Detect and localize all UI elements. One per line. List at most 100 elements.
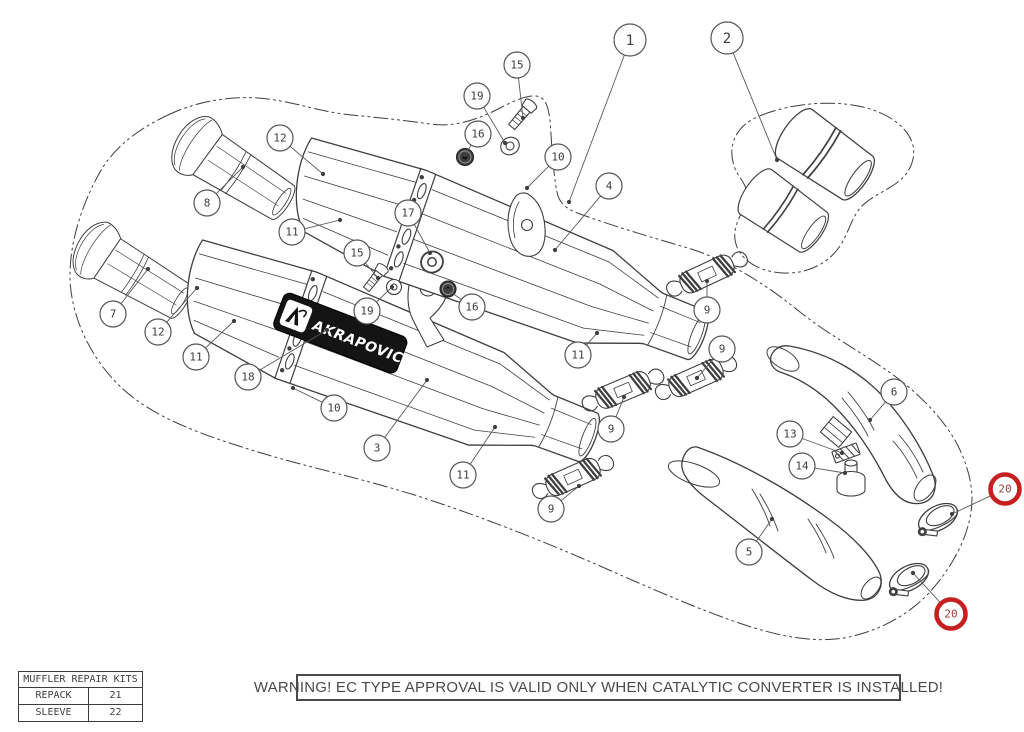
balloon-circle	[182, 343, 210, 371]
balloon-circle	[266, 124, 294, 152]
leader-line	[586, 332, 598, 346]
kit-boundary-outline	[69, 95, 973, 641]
leader-dot	[621, 394, 627, 400]
leader-dot	[552, 247, 558, 253]
leader-line	[289, 145, 324, 175]
leader-line	[469, 426, 496, 465]
balloon-10: 10	[290, 385, 348, 422]
balloon-circle	[710, 21, 744, 55]
balloon-number: 20	[998, 483, 1011, 496]
leader-line	[483, 106, 506, 144]
hanger-strap	[507, 192, 546, 257]
balloon-circle	[320, 394, 348, 422]
balloon-14: 14	[788, 452, 848, 480]
balloon-circle	[144, 318, 172, 346]
leader-dot	[389, 284, 395, 290]
kit-part-number: 22	[89, 705, 143, 722]
leader-line	[526, 165, 550, 189]
balloon-circle	[278, 218, 306, 246]
balloon-13: 13	[776, 420, 845, 456]
balloon-number: 20	[944, 608, 957, 621]
balloon-3: 3	[363, 377, 430, 462]
leader-dot	[337, 217, 343, 223]
balloon-circle	[735, 538, 763, 566]
warning-banner: WARNING! EC TYPE APPROVAL IS VALID ONLY …	[254, 674, 943, 701]
balloon-number: 11	[571, 349, 584, 362]
balloon-circle	[613, 23, 647, 57]
link-pipe-5	[667, 446, 882, 601]
leader-line	[384, 379, 428, 438]
leader-dot	[290, 385, 296, 391]
balloon-16: 16	[462, 120, 492, 158]
balloon-circle	[99, 300, 127, 328]
balloon-number: 15	[350, 247, 363, 260]
kit-name: SLEEVE	[18, 705, 89, 722]
rubber-mount-14	[836, 459, 866, 497]
balloon-number: 3	[374, 442, 381, 455]
balloon-1: 1	[566, 23, 647, 205]
kit-name: REPACK	[18, 688, 89, 705]
leader-dot	[566, 199, 572, 205]
leader-dot	[910, 570, 916, 576]
balloon-number: 11	[189, 351, 202, 364]
leader-dot	[576, 483, 582, 489]
balloon-circle	[503, 51, 531, 79]
balloon-15: 15	[343, 239, 381, 281]
balloon-number: 12	[151, 326, 164, 339]
leader-dot	[320, 171, 326, 177]
balloon-20: 20	[910, 570, 968, 631]
leader-line	[292, 387, 323, 403]
balloon-circle	[597, 415, 625, 443]
balloon-12: 12	[144, 285, 200, 346]
leader-dot	[445, 287, 451, 293]
link-pipe-6	[766, 345, 937, 505]
balloon-circle	[544, 143, 572, 171]
leader-dot	[231, 318, 237, 324]
balloon-8: 8	[193, 164, 246, 217]
leader-line	[951, 494, 993, 515]
leader-line	[120, 268, 149, 305]
balloon-16: 16	[445, 287, 486, 321]
leader-dot	[594, 330, 600, 336]
leader-line	[801, 438, 843, 454]
spring	[577, 361, 669, 419]
balloon-11: 11	[182, 318, 237, 371]
leader-line	[258, 329, 328, 371]
balloon-circle	[458, 293, 486, 321]
balloon-circle	[363, 434, 391, 462]
balloon-number: 9	[608, 423, 615, 436]
balloon-number: 9	[719, 343, 726, 356]
leader-dot	[694, 375, 700, 381]
balloon-circle	[449, 461, 477, 489]
balloon-10: 10	[524, 143, 572, 191]
sleeve-kit-group	[730, 102, 915, 274]
balloon-number: 12	[273, 132, 286, 145]
leader-dot	[842, 470, 848, 476]
leader-line	[364, 262, 379, 279]
balloon-6: 6	[867, 378, 908, 423]
balloon-number: 5	[746, 546, 753, 559]
bracket-plate-13	[831, 442, 861, 464]
leader-line	[912, 572, 942, 604]
leader-line	[215, 166, 244, 195]
balloon-9: 9	[537, 483, 582, 523]
leader-dot	[867, 417, 873, 423]
leader-line	[166, 287, 198, 323]
balloon-circle	[537, 495, 565, 523]
balloon-circle	[708, 335, 736, 363]
balloon-number: 2	[723, 31, 731, 47]
balloon-12: 12	[266, 124, 326, 177]
leader-line	[554, 195, 602, 251]
balloon-number: 7	[110, 308, 117, 321]
balloon-number: 10	[551, 151, 564, 164]
balloon-number: 6	[891, 386, 898, 399]
leader-dot	[520, 115, 526, 121]
balloon-9: 9	[597, 394, 627, 443]
balloon-number: 11	[285, 226, 298, 239]
balloon-9: 9	[693, 278, 721, 324]
balloon-15: 15	[503, 51, 531, 121]
leader-dot	[462, 152, 468, 158]
balloon-number: 1	[626, 33, 634, 49]
pipe-clip	[819, 416, 853, 448]
